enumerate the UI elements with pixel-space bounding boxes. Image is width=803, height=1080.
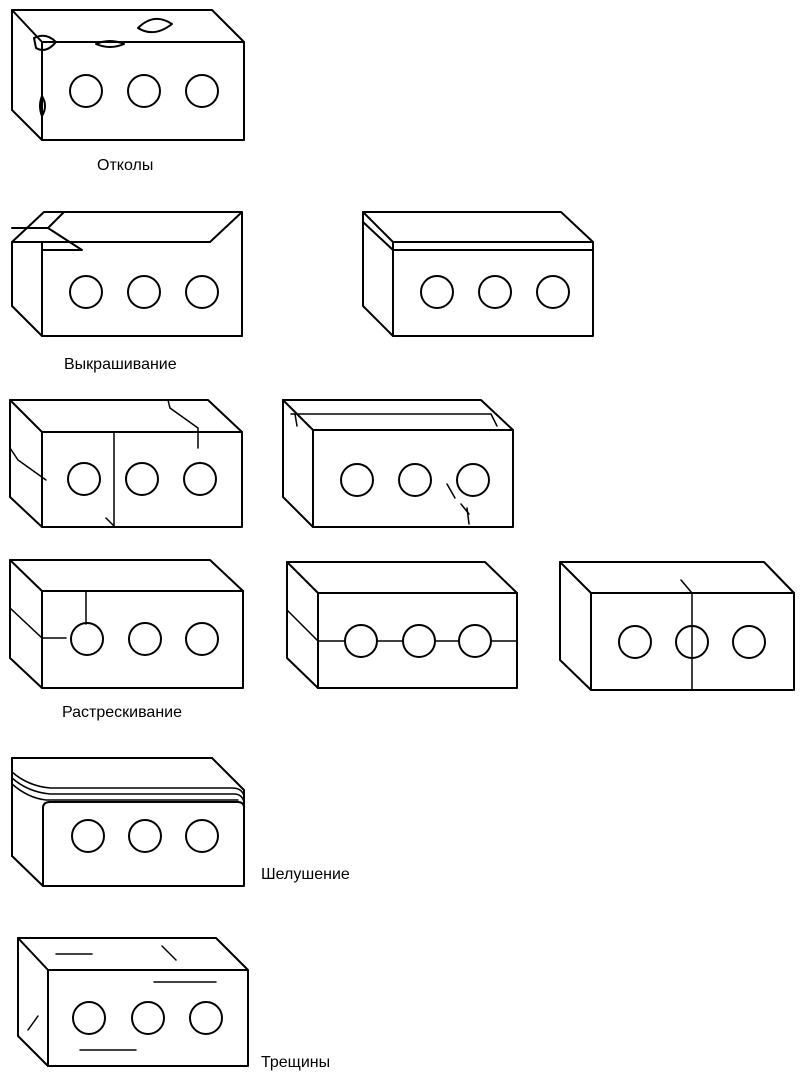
- label-peeling: Шелушение: [261, 866, 350, 883]
- brick-cracking-1: [9, 399, 243, 528]
- label-fissures: Трещины: [261, 1054, 331, 1071]
- brick-peeling: [11, 757, 245, 887]
- chip-mark-top: [137, 17, 173, 34]
- label-chips: Отколы: [97, 157, 154, 174]
- brick-spalling-corner: [11, 211, 243, 337]
- brick-cracking-4: [286, 561, 518, 689]
- chip-mark-corner: [33, 34, 57, 51]
- label-spalling: Выкрашивание: [64, 356, 177, 373]
- brick-fissures: [17, 937, 249, 1067]
- label-cracking: Растрескивание: [62, 704, 182, 721]
- brick-chips: [11, 9, 245, 141]
- brick-cracking-2: [282, 399, 514, 528]
- brick-cracking-5: [559, 561, 795, 691]
- chip-mark-side: [39, 95, 46, 117]
- brick-cracking-3: [9, 559, 244, 689]
- brick-spalling-edge: [362, 211, 594, 337]
- chip-mark-edge: [95, 40, 125, 48]
